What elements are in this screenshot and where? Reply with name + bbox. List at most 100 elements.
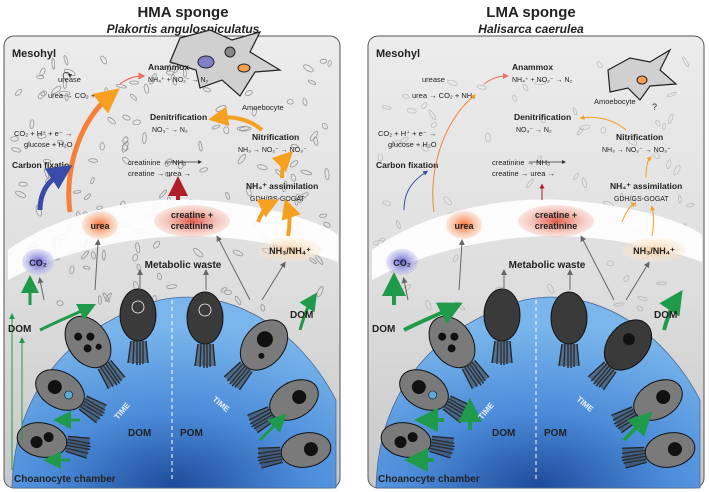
microbe-shape [579, 124, 591, 131]
microbe-shape [623, 275, 630, 282]
microbe-shape [203, 87, 212, 93]
microbe-shape [72, 190, 82, 194]
microbe-shape [51, 85, 62, 95]
microbe-shape [381, 105, 392, 110]
hma-anammox-label: Anammox [148, 62, 189, 72]
hma-amoebocyte-cell [169, 29, 282, 97]
microbe-shape [526, 178, 534, 189]
microbe-shape [522, 84, 529, 91]
microbe-shape [37, 133, 47, 139]
microbe-shape [421, 102, 428, 109]
microbe-shape [447, 79, 458, 86]
hma-title-block: HMA sponge Plakortis angulospiculatus [18, 4, 348, 36]
lma-urea-reaction: urea → CO₂ + NH₃ [412, 91, 475, 100]
microbe-shape [319, 58, 328, 64]
microbe-shape [425, 299, 432, 311]
microbe-shape [572, 107, 577, 116]
hma-creatinine-reaction-1: creatinine → NH₃ [128, 158, 186, 167]
microbe-shape [15, 190, 27, 198]
microbe-shape [512, 94, 518, 102]
microbe-shape [122, 114, 131, 121]
hma-nitrification-reaction: NH₃ → NO₂⁻ → NO₃⁻ [238, 147, 307, 154]
microbe-shape [406, 108, 417, 114]
microbe-shape [122, 156, 132, 165]
microbe-shape [198, 141, 203, 152]
microbe-shape [223, 126, 230, 135]
hma-carbon-fixation-arrow [37, 165, 73, 211]
microbe-shape [83, 193, 92, 201]
lma-nitrification-reaction: NH₃ → NO₂⁻ → NO₃⁻ [602, 147, 671, 154]
microbe-shape [666, 91, 677, 98]
lma-title: LMA sponge [486, 4, 576, 21]
microbe-shape [534, 80, 546, 86]
microbe-shape [132, 253, 138, 262]
hma-dom-left-label: DOM [8, 324, 31, 335]
hma-carbon-fixation-label: Carbon fixation [12, 160, 74, 170]
microbe-shape [102, 249, 106, 261]
lma-co2-reaction-2: glucose + H₂O [388, 140, 437, 149]
microbe-shape [164, 172, 172, 178]
hma-co2-blob-label: CO₂ [29, 258, 47, 268]
hma-nh3-blob [258, 238, 322, 262]
microbe-shape [282, 180, 288, 192]
lma-anammox-label: Anammox [512, 62, 553, 72]
lma-carbon-fixation-label: Carbon fixation [376, 160, 438, 170]
microbe-shape [11, 147, 22, 153]
hma-panel: Mesohyl urease urea → CO₂ + NH₃ Anammox … [3, 29, 341, 489]
hma-urea-blob [82, 211, 118, 239]
microbe-shape [613, 302, 625, 307]
lma-dom-center-label: DOM [492, 428, 515, 439]
lma-creatinine-blob-label: creatinine [535, 221, 578, 231]
microbe-shape [18, 181, 28, 187]
lma-creatinine-reaction-1: creatinine → NH₃ [492, 158, 550, 167]
hma-creatine-blob [154, 205, 230, 237]
microbe-shape [260, 304, 266, 312]
microbe-shape [90, 251, 96, 260]
microbe-shape [420, 144, 429, 152]
hma-co2-reaction-2: glucose + H₂O [24, 140, 73, 149]
microbe-shape [225, 192, 231, 200]
lma-denitrification-reaction: NO₃⁻ → N₂ [516, 127, 552, 134]
microbe-shape [430, 122, 438, 128]
lma-amoebocyte-label: Amoebocyte [594, 97, 636, 106]
microbe-shape [685, 202, 695, 208]
microbe-shape [327, 60, 332, 67]
microbe-shape [303, 64, 314, 73]
microbe-shape [56, 300, 64, 306]
microbe-shape [36, 74, 45, 80]
microbe-shape [581, 177, 588, 188]
lma-pom-center-label: POM [544, 428, 567, 439]
hma-nitrification-label: Nitrification [252, 132, 299, 142]
microbe-shape [245, 187, 252, 197]
hma-nh3-blob-label: NH₃/NH₄⁺ [269, 246, 311, 256]
lma-question-mark: ? [652, 102, 657, 112]
microbe-shape [193, 248, 204, 258]
lma-urea-arrow [432, 94, 476, 213]
lma-nh3-blob-label: NH₃/NH₄⁺ [633, 246, 675, 256]
microbe-shape [673, 164, 681, 176]
microbe-shape [10, 136, 19, 142]
microbe-shape [129, 93, 138, 101]
microbe-shape [129, 80, 140, 85]
lma-dom-left-label: DOM [372, 324, 395, 335]
hma-urea-blob-label: urea [90, 221, 110, 231]
microbe-shape [37, 91, 46, 100]
microbe-shape [99, 142, 105, 151]
microbe-shape [443, 196, 452, 206]
hma-co2-reaction-1: CO₂ + H⁺ + e⁻ → [14, 129, 72, 138]
lma-urea-blob-label: urea [454, 221, 474, 231]
microbe-shape [121, 144, 129, 151]
microbe-shape [307, 79, 317, 85]
microbe-shape [88, 158, 99, 163]
microbe-shape [97, 295, 102, 305]
microbe-shape [237, 154, 247, 165]
microbe-shape [157, 272, 162, 281]
microbe-shape [159, 189, 167, 199]
microbe-shape [399, 136, 409, 144]
hma-mesohyl-label: Mesohyl [12, 48, 56, 60]
microbe-shape [121, 140, 129, 153]
microbe-shape [107, 117, 116, 125]
hma-species: Plakortis angulospiculatus [106, 22, 260, 36]
hma-co2-blob [22, 249, 54, 275]
microbe-shape [58, 90, 71, 96]
